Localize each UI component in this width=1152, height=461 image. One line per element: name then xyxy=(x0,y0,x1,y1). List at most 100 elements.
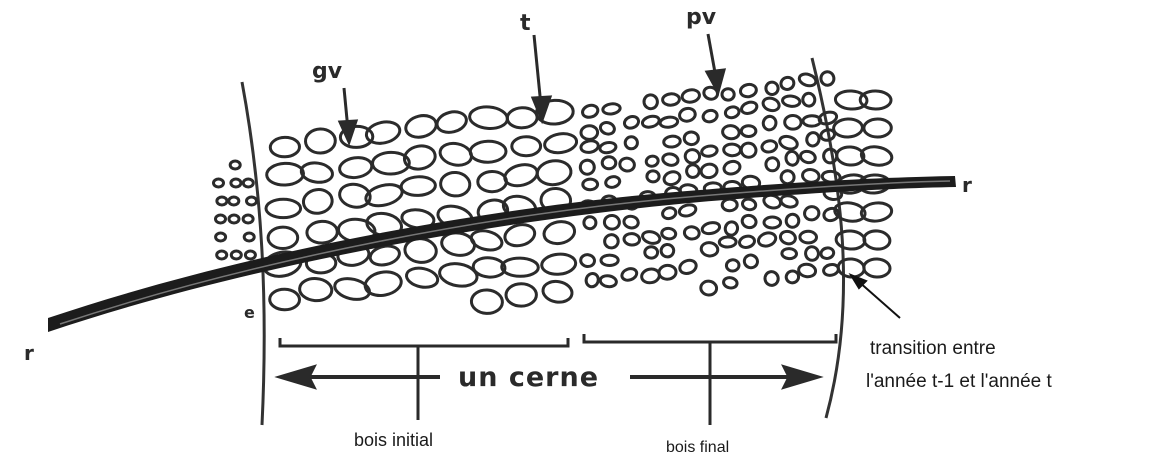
vessel-cell xyxy=(602,157,616,169)
vessel-cell xyxy=(701,145,718,158)
vessel-cell xyxy=(764,217,781,228)
vessel-cell xyxy=(684,226,700,240)
vessel-cell xyxy=(502,258,539,277)
vessel-cell xyxy=(507,107,538,128)
vessel-cell xyxy=(663,135,681,148)
vessel-cell xyxy=(722,199,737,211)
vessel-cell xyxy=(820,247,835,260)
vessel-cell xyxy=(799,150,816,165)
vessel-cell xyxy=(604,215,621,230)
vessel-cell xyxy=(684,132,699,145)
vessel-cell xyxy=(659,265,677,280)
vessel-cell xyxy=(785,115,802,129)
label-e: e xyxy=(244,303,255,322)
vessel-cell xyxy=(678,107,696,123)
caption-transition-line1: transition entre xyxy=(870,338,996,359)
vessel-cell xyxy=(640,268,660,285)
vessel-cell xyxy=(835,90,868,110)
vessel-cell xyxy=(435,109,469,135)
vessel-cell xyxy=(820,71,835,86)
vessel-cell xyxy=(678,203,697,218)
vessel-cell xyxy=(268,227,298,249)
vessel-cell xyxy=(231,179,241,187)
vessel-cell xyxy=(681,88,700,103)
vessel-cell xyxy=(300,161,334,184)
vessel-cell xyxy=(623,115,640,130)
vessel-cell xyxy=(738,235,755,249)
vessel-cell xyxy=(678,258,698,276)
vessel-cell xyxy=(722,125,740,140)
vessel-cell xyxy=(536,159,572,187)
vessel-cell xyxy=(624,233,641,246)
vessel-cell xyxy=(440,171,471,197)
vessel-cell xyxy=(662,93,680,106)
vessel-cell xyxy=(741,214,758,229)
vessel-cell xyxy=(604,234,620,249)
vessel-cell xyxy=(243,179,253,187)
vessel-cell xyxy=(216,215,226,223)
vessel-cell xyxy=(302,188,334,215)
vessel-cell xyxy=(244,233,254,241)
vessel-cell xyxy=(583,179,598,190)
vessel-cell xyxy=(723,220,739,237)
vessel-cell xyxy=(863,230,891,251)
vessel-cell xyxy=(305,129,335,154)
vessel-cell xyxy=(245,251,255,259)
label-r-left: r xyxy=(24,341,34,365)
vessel-cell xyxy=(743,253,759,269)
vessel-cell xyxy=(580,139,599,153)
vessel-cell xyxy=(512,137,541,156)
label-un-cerne: un cerne xyxy=(458,362,599,393)
vessel-cell xyxy=(833,118,863,137)
vessel-cell xyxy=(765,81,780,96)
vessel-cell xyxy=(662,170,681,187)
label-t: t xyxy=(520,11,531,36)
vessel-cell xyxy=(401,176,436,196)
vessel-cell xyxy=(802,92,816,107)
vessel-cell xyxy=(405,266,440,290)
vessel-cell xyxy=(543,132,578,155)
vessel-cell xyxy=(216,233,226,241)
vessel-cell xyxy=(247,197,257,205)
vessel-cell xyxy=(805,131,820,147)
vessel-cell xyxy=(270,137,300,157)
vessel-cell xyxy=(266,199,301,217)
vessel-cell xyxy=(778,134,799,151)
vessel-cell xyxy=(761,140,778,154)
vessel-cell xyxy=(740,141,758,159)
vessel-cell xyxy=(581,126,598,140)
vessel-cell xyxy=(739,83,757,98)
vessel-cell xyxy=(641,230,661,245)
vessel-cell xyxy=(541,253,577,276)
vessel-cell xyxy=(702,109,719,124)
vessel-cell xyxy=(800,231,817,243)
vessel-cell xyxy=(823,263,840,277)
vessel-cell xyxy=(542,219,576,246)
vessel-cell xyxy=(625,137,638,149)
vessel-cell xyxy=(723,144,740,156)
vessel-cell xyxy=(785,150,799,166)
vessel-cell xyxy=(231,251,241,259)
vessel-cell xyxy=(764,271,780,287)
vessel-cell xyxy=(601,255,618,265)
vessel-cell xyxy=(645,247,658,258)
vessel-cell xyxy=(802,168,820,183)
vessel-cell xyxy=(835,230,865,250)
vessel-cell xyxy=(217,197,227,205)
vessel-cell xyxy=(780,194,798,208)
vessel-cell xyxy=(581,104,599,120)
vessel-cell xyxy=(217,251,227,259)
vessel-cell xyxy=(229,197,239,205)
vessel-cell xyxy=(741,126,756,137)
vessel-cell xyxy=(661,228,676,240)
vessel-cell xyxy=(782,95,800,107)
vessel-cell xyxy=(779,230,797,246)
vessel-cell xyxy=(645,155,659,167)
vessel-cell xyxy=(599,275,617,288)
vessel-cell xyxy=(266,163,304,186)
vessel-cell xyxy=(506,284,536,307)
vessel-cell xyxy=(469,106,508,130)
vessel-cell xyxy=(602,103,621,115)
vessel-cell xyxy=(741,198,757,212)
